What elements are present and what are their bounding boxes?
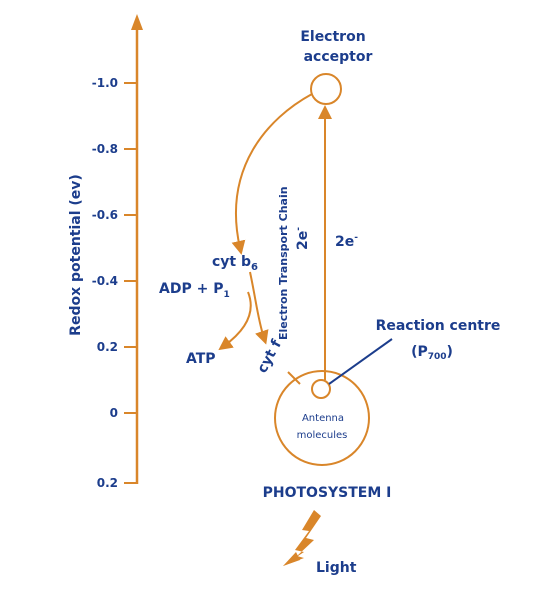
tick-label: 0.2: [97, 476, 118, 490]
tick-label: -0.6: [92, 208, 118, 222]
p700-label: (P700): [411, 344, 453, 362]
electron-acceptor-circle: [310, 73, 342, 105]
atp-synthesis-arrow: [218, 291, 252, 351]
cytb6-to-cytf-arrow: [249, 271, 269, 345]
adp-label: ADP + P1: [159, 281, 230, 300]
tick-label: 0.2: [97, 340, 118, 354]
light-label: Light: [316, 560, 357, 576]
electron-acceptor-label-line1: Electron: [300, 29, 365, 45]
reaction-centre-label: Reaction centre: [376, 318, 501, 334]
cytf-to-antenna-line: [287, 371, 301, 385]
reaction-centre-circle: [311, 379, 331, 399]
acceptor-to-cytb6-arrow: [231, 93, 313, 255]
reaction-centre-pointer: [328, 338, 393, 385]
electron-acceptor-label-line2: acceptor: [304, 49, 373, 65]
tick-label: 0: [110, 406, 118, 420]
cyt-f-label: cyt f: [254, 337, 285, 376]
tick-label: -0.4: [92, 274, 118, 288]
y-axis-arrowhead: [131, 14, 143, 30]
atp-label: ATP: [186, 351, 216, 367]
tick-label: -1.0: [92, 76, 118, 90]
etc-label: Electron Transport Chain: [277, 186, 290, 340]
antenna-label-line1: Antenna: [302, 413, 344, 424]
y-axis-label: Redox potential (ev): [68, 174, 84, 336]
tick-label: -0.8: [92, 142, 118, 156]
antenna-circle: [274, 370, 370, 466]
etc-electrons-label: 2e-: [294, 227, 311, 250]
antenna-label-line2: molecules: [297, 430, 348, 441]
photosystem-label: PHOTOSYSTEM I: [263, 485, 392, 501]
cyt-b6-label: cyt b6: [212, 254, 258, 273]
excited-electrons-label: 2e-: [335, 233, 358, 250]
lightning-icon: [283, 510, 321, 566]
